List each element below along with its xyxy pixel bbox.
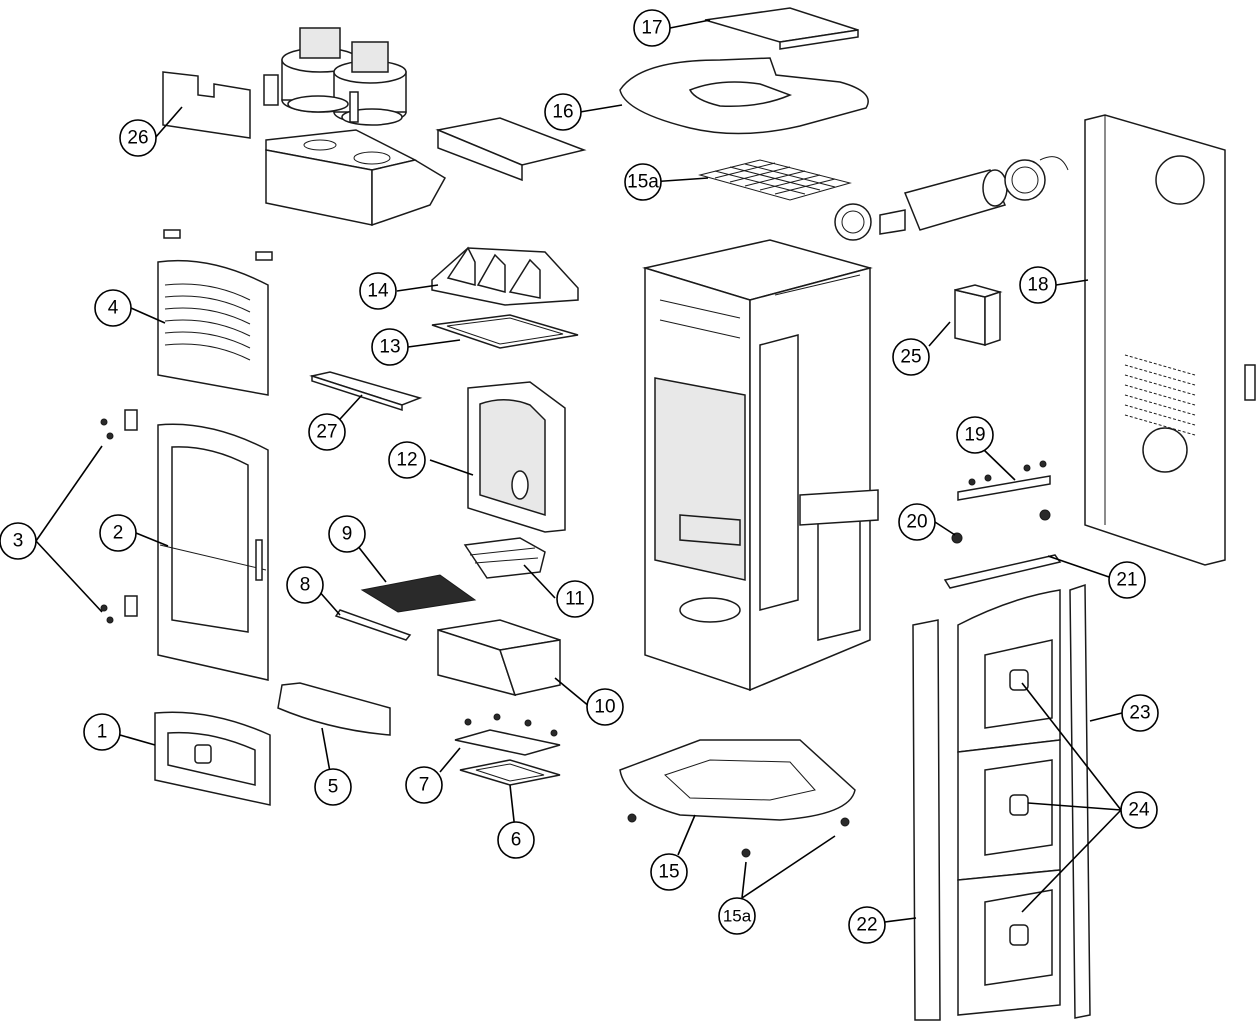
fan-assembly xyxy=(263,27,407,126)
svg-text:17: 17 xyxy=(641,18,662,39)
callout-4: 4 xyxy=(94,289,132,327)
callout-24: 23 xyxy=(1121,694,1159,732)
callout-25: 24 xyxy=(1120,791,1158,829)
top-duct-box xyxy=(265,129,447,227)
callout-9: 9 xyxy=(328,515,366,553)
main-frame xyxy=(642,239,879,692)
part-18-top-lid xyxy=(704,7,859,50)
part-22-bracket xyxy=(943,554,1062,589)
callout-22: 21 xyxy=(1108,561,1146,599)
part-28-bar xyxy=(309,371,423,412)
callout-2: 2 xyxy=(99,514,137,552)
callout-3: 3 xyxy=(0,522,37,560)
svg-text:9: 9 xyxy=(342,524,353,545)
part-23-side-strip xyxy=(912,619,941,1021)
part-1-lower-panel xyxy=(154,711,271,806)
svg-text:15: 15 xyxy=(658,862,679,883)
svg-text:7: 7 xyxy=(419,775,430,796)
part-12-firebox-back xyxy=(467,381,566,533)
callout-17: 16 xyxy=(544,93,582,131)
part-10-ash-pan xyxy=(437,619,561,697)
callout-15: 15 xyxy=(650,853,688,891)
part-3-hinges xyxy=(100,409,138,624)
callout-12: 12 xyxy=(388,441,426,479)
callout-8: 8 xyxy=(286,566,324,604)
svg-text:22: 22 xyxy=(856,915,877,936)
svg-text:1: 1 xyxy=(97,722,108,743)
svg-text:15a: 15a xyxy=(627,172,659,193)
svg-text:10: 10 xyxy=(594,697,615,718)
part-11-burn-pot xyxy=(463,537,546,579)
svg-text:20: 20 xyxy=(906,512,927,533)
svg-text:2: 2 xyxy=(113,523,124,544)
part-7-plate xyxy=(454,713,561,756)
svg-text:18: 18 xyxy=(1027,275,1048,296)
part-15-base xyxy=(619,739,856,858)
callout-27: 26 xyxy=(119,119,157,157)
callout-18: 17 xyxy=(633,9,671,47)
svg-text:14: 14 xyxy=(367,281,389,302)
svg-text:6: 6 xyxy=(511,830,522,851)
part-19-side-panel xyxy=(1084,114,1256,566)
callout-6: 6 xyxy=(497,821,535,859)
part-8-rod xyxy=(334,609,412,641)
flue-pipe-assembly xyxy=(834,156,1069,241)
part-24-side-strip xyxy=(1069,583,1091,1019)
part-26-switch-box xyxy=(954,284,1003,347)
part-17-top-ring xyxy=(619,57,869,135)
svg-text:3: 3 xyxy=(13,531,24,552)
part-20-strip xyxy=(957,460,1051,501)
callout-28: 27 xyxy=(308,413,346,451)
top-cover-plate xyxy=(435,117,587,182)
part-25-side-panels xyxy=(957,589,1061,1016)
part-13-gasket xyxy=(431,314,579,349)
callout-5: 5 xyxy=(314,768,352,806)
part-16-grid xyxy=(698,159,852,201)
part-4-front-grille xyxy=(157,229,273,396)
svg-text:13: 13 xyxy=(379,337,400,358)
part-21-fasteners xyxy=(951,509,1051,544)
callout-16: 15a xyxy=(624,163,662,201)
svg-text:8: 8 xyxy=(300,575,311,596)
part-9-grate xyxy=(360,574,477,613)
svg-text:24: 24 xyxy=(1128,800,1150,821)
svg-text:23: 23 xyxy=(1129,703,1150,724)
svg-text:19: 19 xyxy=(964,425,985,446)
callout-7: 7 xyxy=(405,766,443,804)
part-27-rear-bracket xyxy=(162,71,251,139)
part-2-door xyxy=(157,423,269,681)
part-6-gasket-frame xyxy=(459,759,561,786)
svg-text:12: 12 xyxy=(396,450,417,471)
callout-1: 1 xyxy=(83,713,121,751)
svg-text:15a: 15a xyxy=(723,907,752,926)
svg-text:26: 26 xyxy=(127,128,148,149)
part-14-baffle xyxy=(431,246,579,306)
callout-21: 20 xyxy=(898,503,936,541)
callout-19: 18 xyxy=(1019,266,1057,304)
callout-14: 14 xyxy=(359,272,397,310)
callout-10: 10 xyxy=(586,688,624,726)
callout-15a: 15a xyxy=(718,897,756,935)
svg-text:16: 16 xyxy=(552,102,573,123)
svg-text:4: 4 xyxy=(108,298,119,319)
svg-text:27: 27 xyxy=(316,422,337,443)
svg-text:11: 11 xyxy=(565,589,585,610)
svg-text:21: 21 xyxy=(1116,570,1137,591)
svg-text:25: 25 xyxy=(900,347,921,368)
callout-23: 22 xyxy=(848,906,886,944)
svg-text:5: 5 xyxy=(328,777,339,798)
callout-26: 25 xyxy=(892,338,930,376)
callout-13: 13 xyxy=(371,328,409,366)
callout-11: 11 xyxy=(556,580,594,618)
callout-20: 19 xyxy=(956,416,994,454)
part-5-ash-lip xyxy=(277,682,391,736)
